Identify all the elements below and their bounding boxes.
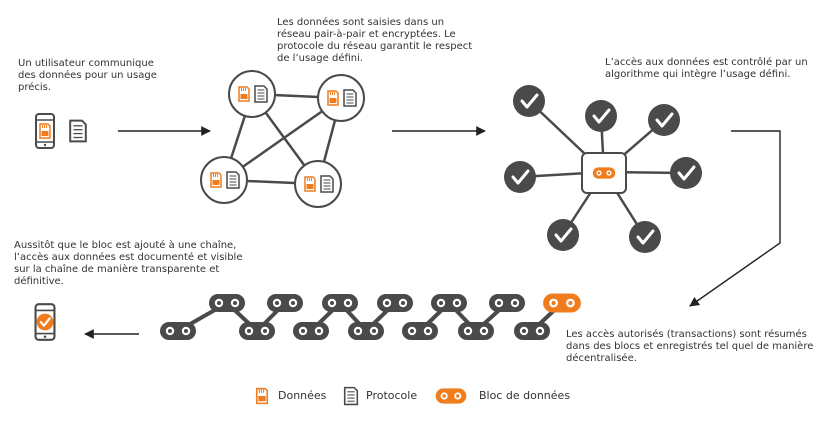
- check-icon: [502, 159, 538, 195]
- legend-sd-card-icon: [255, 387, 269, 405]
- check-icon: [511, 83, 547, 119]
- chain-block: [489, 294, 525, 312]
- legend-chain-block-icon: [435, 388, 467, 404]
- chain-block: [209, 294, 245, 312]
- chain-block: [348, 322, 384, 340]
- legend-label-protocole: Protocole: [366, 389, 418, 402]
- chain-block: [160, 322, 196, 340]
- chain-block: [377, 294, 413, 312]
- new-chain-block: [543, 293, 581, 313]
- p2p-network: [200, 70, 365, 208]
- check-icon: [668, 155, 704, 191]
- legend-document-icon: [343, 386, 359, 406]
- chain-block: [239, 322, 275, 340]
- network-node: [317, 74, 365, 122]
- chain-block: [402, 322, 438, 340]
- chain-block: [293, 322, 329, 340]
- chain-block-icon: [592, 167, 616, 179]
- check-icon: [627, 219, 663, 255]
- network-node: [200, 156, 248, 204]
- legend-label-bloc: Bloc de données: [479, 389, 571, 402]
- chain-block: [267, 294, 303, 312]
- check-icon: [646, 102, 682, 138]
- blockchain: [160, 293, 581, 340]
- step5-text: Aussitôt que le bloc est ajouté à une ch…: [14, 240, 243, 287]
- step3-text: L’accès aux données est contrôlé par un …: [605, 57, 808, 80]
- step1-sd-card-icon: [39, 123, 51, 139]
- chain-block: [458, 322, 494, 340]
- access-control-hub: [502, 83, 704, 255]
- chain-block: [514, 322, 550, 340]
- step1-text: Un utilisateur communique des données po…: [18, 58, 157, 93]
- check-icon: [545, 217, 581, 253]
- network-node: [294, 160, 342, 208]
- chain-block: [322, 294, 358, 312]
- check-icon: [583, 98, 619, 134]
- step4-text: Les accès autorisés (transactions) sont …: [566, 329, 814, 364]
- step1-document-icon: [69, 119, 87, 143]
- legend-label-donnees: Données: [278, 389, 327, 402]
- step2-text: Les données sont saisies dans un réseau …: [277, 17, 473, 64]
- arrow-3: [689, 130, 781, 307]
- step5-phone-icon: [34, 303, 56, 341]
- chain-block: [431, 294, 467, 312]
- network-node: [228, 70, 276, 118]
